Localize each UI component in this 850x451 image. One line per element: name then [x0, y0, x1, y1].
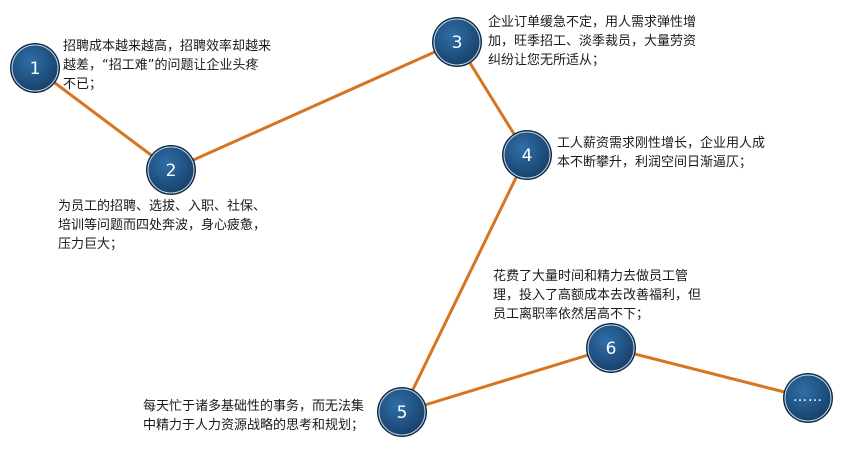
note-line: 培训等问题而四处奔波，身心疲惫， — [58, 218, 267, 233]
node-1: 1 — [10, 43, 60, 93]
note-5: 每天忙于诸多基础性的事务，而无法集中精力于人力资源战略的思考和规划； — [143, 397, 364, 435]
node-6: 6 — [586, 323, 636, 373]
note-line: 企业订单缓急不定，用人需求弹性增 — [488, 15, 697, 30]
node-label: 1 — [30, 59, 41, 79]
connector-line — [610, 346, 809, 400]
node-circle — [587, 324, 635, 372]
connector-line — [34, 66, 172, 172]
note-line: 越差，“招工难”的问题让企业头疼 — [63, 58, 259, 73]
node-label: 6 — [606, 339, 617, 359]
node-3: 3 — [432, 17, 482, 67]
connector-line — [170, 40, 458, 172]
note-line: 招聘成本越来越高，招聘效率却越来 — [63, 39, 272, 54]
node-4: 4 — [502, 130, 552, 180]
note-line: 压力巨大； — [58, 237, 124, 252]
node-circle — [503, 131, 551, 179]
connector-line — [401, 346, 612, 414]
note-4: 工人薪资需求刚性增长，企业用人成本不断攀升，利润空间日渐逼仄； — [557, 134, 765, 172]
connector-line — [400, 154, 529, 413]
node-circle — [11, 44, 59, 92]
node-circle — [784, 374, 832, 422]
note-2: 为员工的招聘、选拔、入职、社保、培训等问题而四处奔波，身心疲惫， 压力巨大； — [58, 197, 266, 254]
node-5: 5 — [377, 387, 427, 437]
diagram-nodes: 1 2 3 4 5 6 …… — [10, 17, 833, 437]
note-1: 招聘成本越来越高，招聘效率却越来越差，“招工难”的问题让企业头疼不已； — [63, 37, 271, 94]
note-line: 中精力于人力资源战略的思考和规划； — [143, 418, 365, 433]
note-line: 纠纷让您无所适从； — [488, 53, 606, 68]
node-2: 2 — [146, 145, 196, 195]
note-line: 每天忙于诸多基础性的事务，而无法集 — [143, 399, 365, 414]
node-label: 4 — [522, 146, 533, 166]
node-label: 5 — [397, 403, 408, 423]
note-line: 工人薪资需求刚性增长，企业用人成 — [557, 136, 766, 151]
note-line: 本不断攀升，利润空间日渐逼仄； — [557, 155, 753, 170]
node-label: …… — [793, 389, 823, 405]
note-line: 加，旺季招工、淡季裁员，大量劳资 — [488, 34, 697, 49]
node-circle — [147, 146, 195, 194]
node-7: …… — [783, 373, 833, 423]
node-circle — [433, 18, 481, 66]
note-line: 为员工的招聘、选拔、入职、社保、 — [58, 199, 267, 214]
node-label: 3 — [452, 33, 463, 53]
node-label: 2 — [166, 161, 177, 181]
note-3: 企业订单缓急不定，用人需求弹性增加，旺季招工、淡季裁员，大量劳资纠纷让您无所适从… — [488, 13, 696, 70]
note-line: 员工离职率依然居高不下； — [493, 307, 650, 322]
note-line: 花费了大量时间和精力去做员工管 — [493, 269, 689, 284]
node-circle — [378, 388, 426, 436]
note-line: 理，投入了高额成本去改善福利，但 — [493, 288, 702, 303]
note-line: 不已； — [63, 77, 103, 92]
note-6: 花费了大量时间和精力去做员工管理，投入了高额成本去改善福利，但员工离职率依然居高… — [493, 267, 701, 324]
